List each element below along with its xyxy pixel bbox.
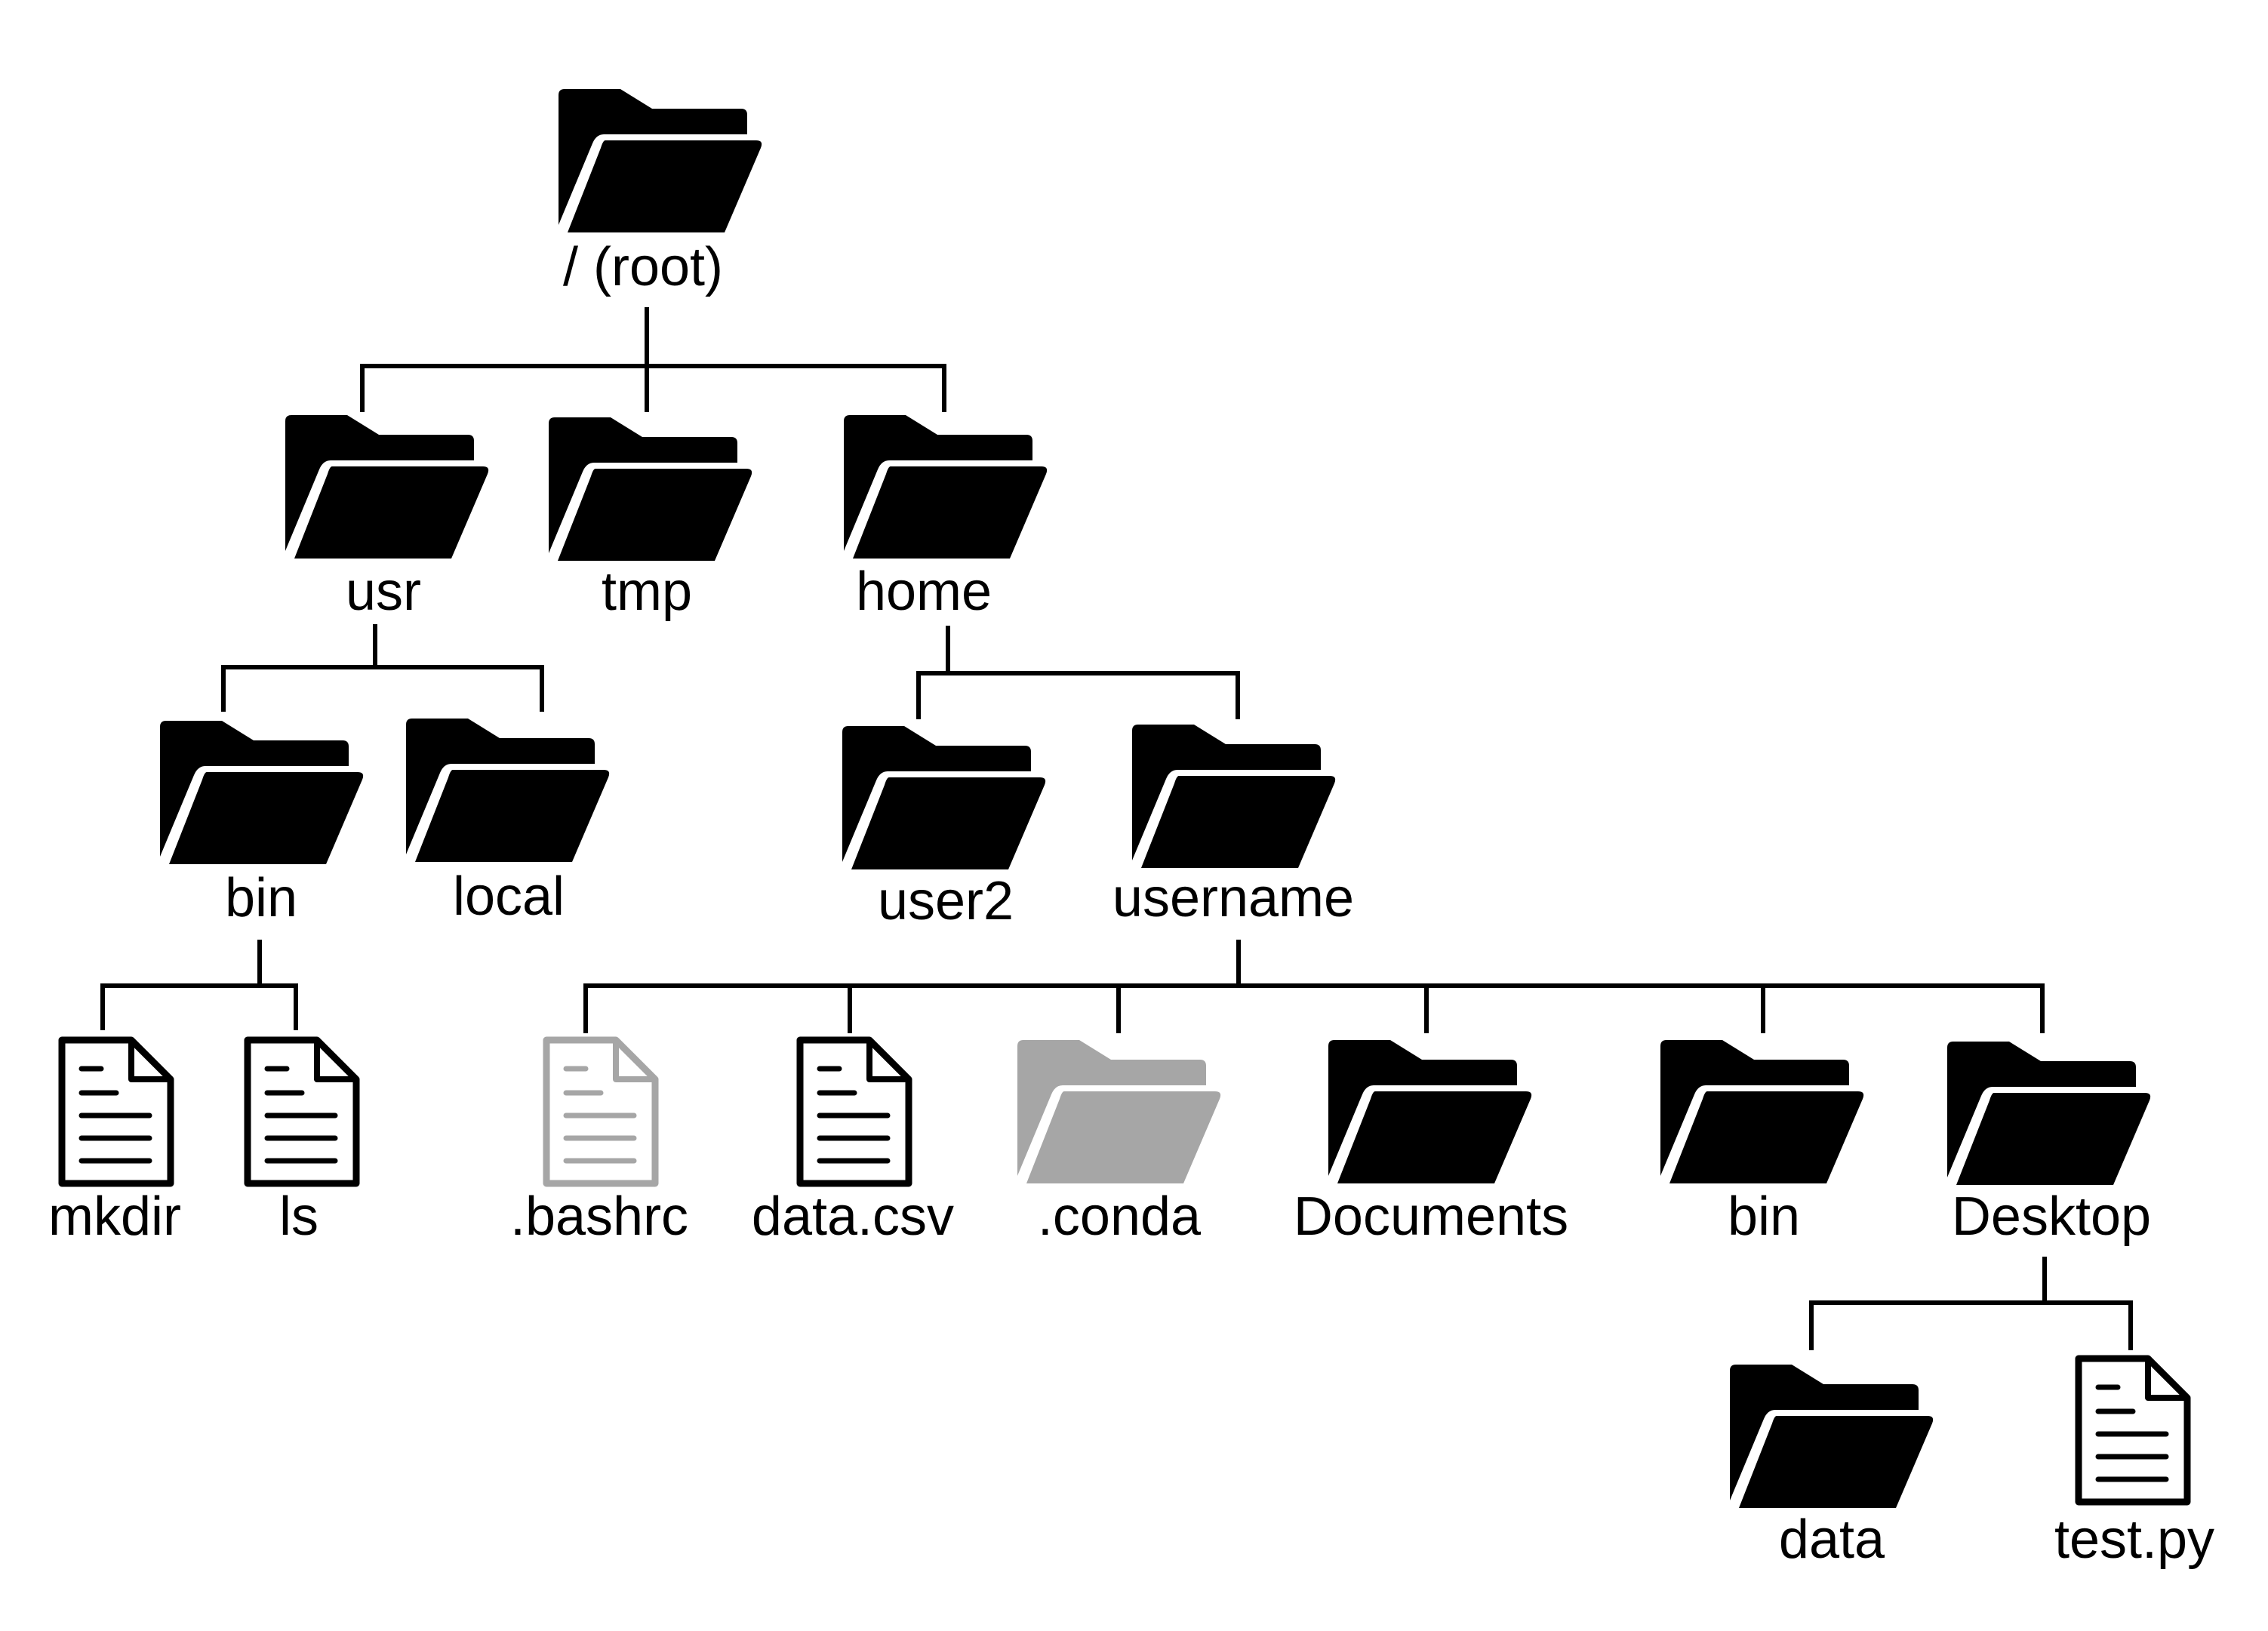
connector-root	[360, 307, 946, 412]
connector-usr-bin	[100, 940, 298, 1030]
tree-nodes: / (root) usr tmp home bin local mkdir ls user2 us…	[48, 89, 2214, 1570]
folder-icon	[559, 89, 762, 232]
connector-usr	[221, 624, 544, 712]
tree-node-usr[interactable]: usr	[285, 415, 489, 622]
file-icon	[248, 1040, 356, 1183]
connector-username	[583, 940, 2045, 1033]
file-icon	[800, 1040, 909, 1183]
node-label: bin	[225, 868, 297, 928]
tree-node-ls[interactable]: ls	[248, 1040, 356, 1247]
file-icon	[62, 1040, 171, 1183]
node-label: tmp	[602, 562, 692, 622]
tree-connectors	[100, 307, 2133, 1350]
file-icon	[546, 1040, 655, 1183]
node-label: data	[1779, 1509, 1885, 1570]
file-icon	[2079, 1359, 2187, 1502]
tree-node-local[interactable]: local	[406, 719, 610, 927]
node-label: Documents	[1294, 1186, 1568, 1247]
tree-node-user2[interactable]: user2	[842, 726, 1046, 931]
tree-node-conda[interactable]: .conda	[1017, 1040, 1221, 1247]
folder-icon	[1947, 1042, 2151, 1185]
folder-icon	[1730, 1365, 1934, 1508]
folder-icon	[1660, 1040, 1864, 1183]
node-label: .bashrc	[510, 1186, 688, 1247]
node-label: ls	[279, 1186, 319, 1247]
tree-node-tmp[interactable]: tmp	[549, 417, 752, 622]
folder-icon	[285, 415, 489, 559]
tree-node-username[interactable]: username	[1112, 725, 1354, 928]
tree-node-test-py[interactable]: test.py	[2054, 1359, 2214, 1570]
folder-icon	[160, 721, 364, 864]
folder-icon	[1017, 1040, 1221, 1183]
tree-node-documents[interactable]: Documents	[1294, 1040, 1568, 1247]
tree-node-bashrc[interactable]: .bashrc	[510, 1040, 688, 1247]
tree-node-mkdir[interactable]: mkdir	[48, 1040, 181, 1247]
node-label: username	[1112, 868, 1354, 928]
node-label: / (root)	[563, 237, 723, 297]
node-label: home	[856, 562, 992, 622]
folder-icon	[406, 719, 610, 862]
node-label: bin	[1728, 1186, 1800, 1247]
tree-node-usr-bin[interactable]: bin	[160, 721, 364, 928]
tree-node-home[interactable]: home	[844, 415, 1048, 622]
folder-icon	[549, 417, 752, 561]
node-label: .conda	[1038, 1186, 1202, 1247]
node-label: local	[453, 866, 565, 927]
node-label: usr	[346, 562, 421, 622]
folder-icon	[842, 726, 1046, 869]
tree-node-desktop[interactable]: Desktop	[1947, 1042, 2151, 1247]
node-label: user2	[878, 871, 1014, 931]
node-label: mkdir	[48, 1186, 181, 1247]
node-label: test.py	[2054, 1509, 2214, 1570]
node-label: Desktop	[1952, 1186, 2151, 1247]
node-label: data.csv	[752, 1186, 954, 1247]
tree-node-data-csv[interactable]: data.csv	[752, 1040, 954, 1247]
connector-desktop	[1809, 1257, 2133, 1350]
tree-node-user-bin[interactable]: bin	[1660, 1040, 1864, 1247]
tree-node-root[interactable]: / (root)	[559, 89, 762, 297]
folder-icon	[844, 415, 1048, 559]
connector-home	[916, 626, 1240, 719]
folder-icon	[1328, 1040, 1532, 1183]
folder-icon	[1132, 725, 1336, 868]
tree-node-data-dir[interactable]: data	[1730, 1365, 1934, 1570]
